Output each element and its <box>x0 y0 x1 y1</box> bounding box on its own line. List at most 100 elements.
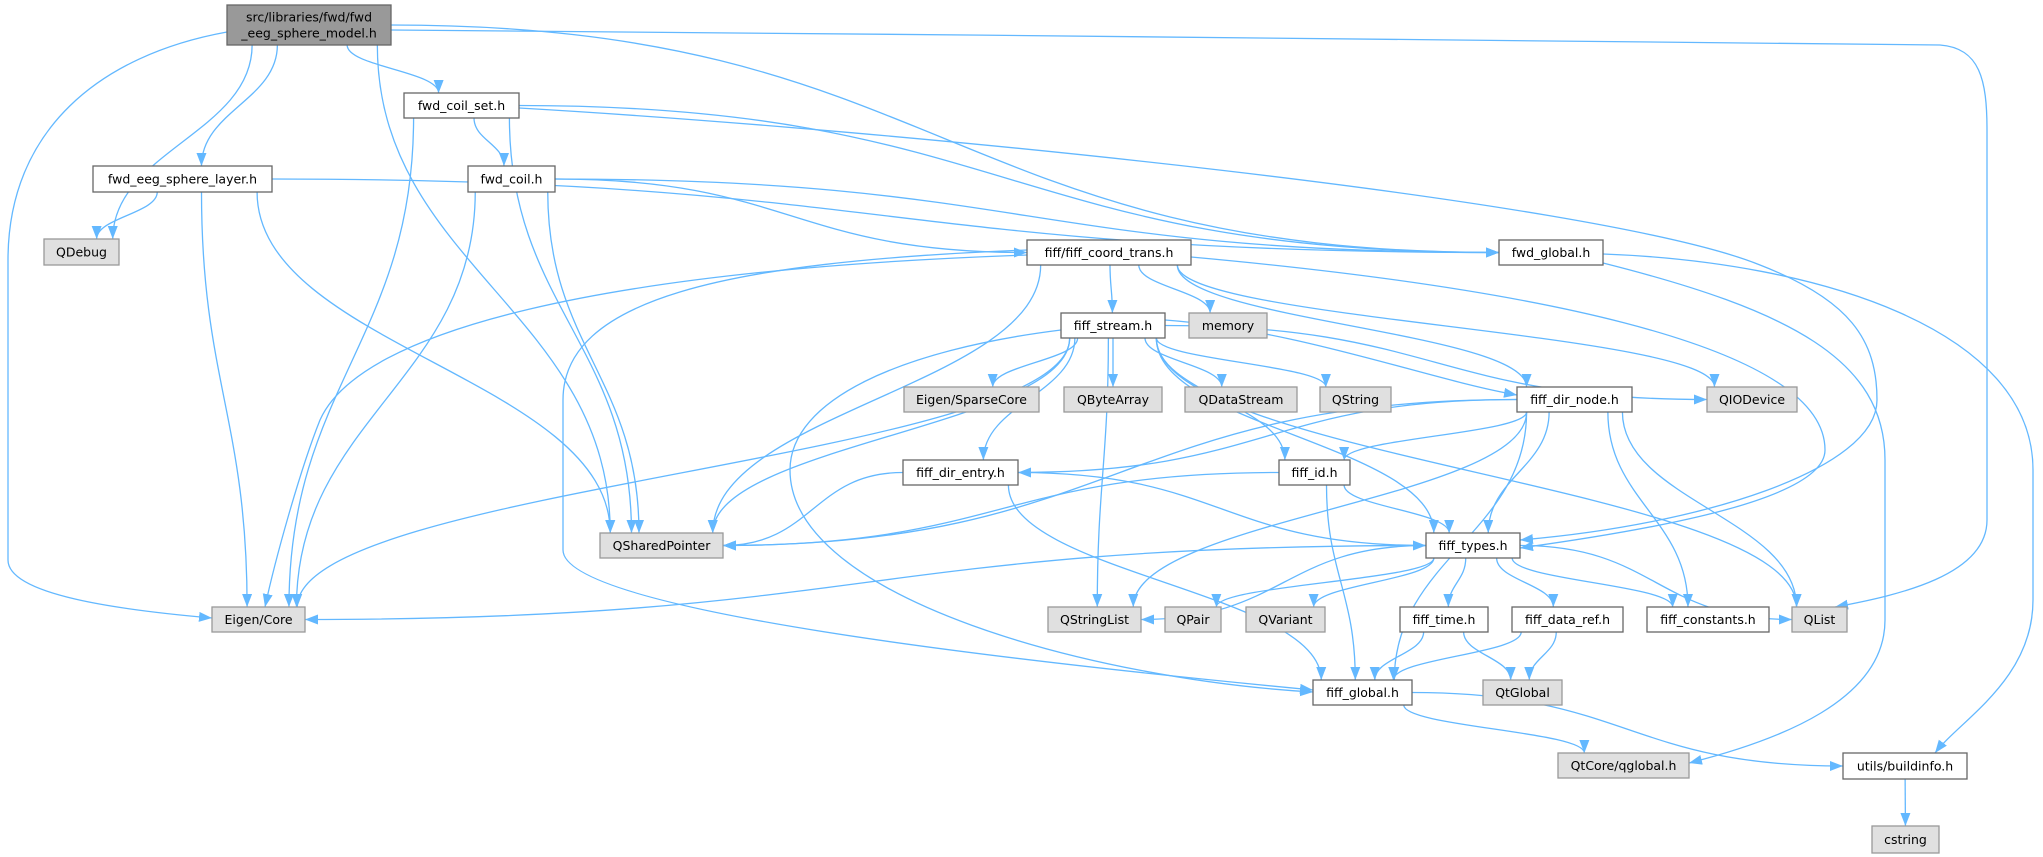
edge-fiff-id-h-to-fiff-types-h <box>1343 484 1455 534</box>
edge-fiff-fiff-coord-trans-h-to-eigen-core <box>262 254 1028 608</box>
edge-root-to-fwd-eeg-sphere-layer-h <box>196 44 279 167</box>
edge-fiff-fiff-coord-trans-h-to-qsharedpointer <box>707 264 1042 534</box>
node-cstring: cstring <box>1871 825 1940 854</box>
edge-fwd-eeg-sphere-layer-h-to-fwd-global-h <box>271 178 1500 258</box>
edge-fiff-fiff-coord-trans-h-to-fiff-stream-h <box>1107 264 1118 314</box>
node-label: QDataStream <box>1199 392 1284 407</box>
node-box <box>92 165 273 193</box>
edge-fiff-stream-h-to-qlist <box>1155 337 1802 608</box>
edge-fwd-coil-h-to-fiff-fiff-coord-trans-h <box>554 178 1028 258</box>
node-label: QtCore/qglobal.h <box>1571 758 1677 773</box>
edge-fiff-id-h-to-qsharedpointer <box>722 471 1280 551</box>
node-box <box>1871 825 1940 854</box>
edge-fiff-types-h-to-qvariant <box>1308 557 1435 608</box>
node-qlist: QList <box>1791 606 1848 633</box>
node-box <box>1557 752 1690 779</box>
edge-root-to-fwd-global-h <box>390 24 1500 258</box>
node-qiodevice: QIODevice <box>1706 386 1798 413</box>
node-fiff-dir-node-h[interactable]: fiff_dir_node.h <box>1516 386 1633 413</box>
edge-fiff-stream-h-to-qsharedpointer <box>707 337 1071 534</box>
edge-root-to-fwd-coil-set-h <box>346 44 444 94</box>
node-utils-buildinfo-h[interactable]: utils/buildinfo.h <box>1842 752 1968 780</box>
node-box <box>1319 386 1392 413</box>
node-label: fwd_coil_set.h <box>418 98 505 113</box>
node-fiff-id-h[interactable]: fiff_id.h <box>1278 459 1351 486</box>
node-label: QStringList <box>1060 612 1129 627</box>
node-fiff-global-h[interactable]: fiff_global.h <box>1312 679 1413 706</box>
edge-fiff-dir-entry-h-to-fiff-types-h <box>1017 471 1427 551</box>
node-label: _eeg_sphere_model.h <box>240 26 377 41</box>
node-qdatastream: QDataStream <box>1184 386 1298 413</box>
edge-fiff-data-ref-h-to-qtglobal <box>1524 631 1557 681</box>
node-label: QString <box>1332 392 1379 407</box>
node-label: QSharedPointer <box>613 538 712 553</box>
edge-fiff-stream-h-to-eigen-sparsecore <box>987 337 1079 388</box>
node-label: fiff_dir_node.h <box>1530 392 1619 407</box>
edge-fiff-data-ref-h-to-fiff-global-h <box>1388 631 1522 681</box>
node-label: fiff_time.h <box>1413 612 1476 627</box>
node-fwd-global-h[interactable]: fwd_global.h <box>1498 239 1604 266</box>
edge-fiff-fiff-coord-trans-h-to-fiff-dir-node-h <box>1176 264 1532 388</box>
node-label: QList <box>1804 612 1836 627</box>
node-label: fiff_global.h <box>1326 685 1399 700</box>
node-fiff-dir-entry-h[interactable]: fiff_dir_entry.h <box>902 459 1019 486</box>
edge-fiff-stream-h-to-fiff-types-h <box>1155 337 1439 534</box>
edge-fwd-eeg-sphere-layer-h-to-qdebug <box>91 191 158 240</box>
edge-fiff-stream-h-to-fiff-global-h <box>789 329 1314 697</box>
edge-fwd-coil-set-h-to-fiff-types-h <box>518 107 1878 544</box>
node-fwd-coil-set-h[interactable]: fwd_coil_set.h <box>403 92 520 119</box>
edges-layer <box>7 24 2034 827</box>
node-box <box>1060 312 1166 339</box>
edge-fiff-stream-h-to-qstringlist <box>1092 337 1110 608</box>
node-box <box>1842 752 1968 780</box>
node-label: utils/buildinfo.h <box>1857 759 1953 774</box>
edge-fiff-dir-node-h-to-qsharedpointer <box>722 398 1518 551</box>
edge-fwd-coil-set-h-to-fwd-global-h <box>518 104 1500 258</box>
node-qtcore-qglobal-h: QtCore/qglobal.h <box>1557 752 1690 779</box>
node-label: fiff_id.h <box>1291 465 1337 480</box>
node-box <box>1026 239 1192 266</box>
node-label: QByteArray <box>1077 392 1150 407</box>
node-qstring: QString <box>1319 386 1392 413</box>
edge-fiff-types-h-to-eigen-core <box>304 544 1427 625</box>
edge-fiff-stream-h-to-qdatastream <box>1144 337 1227 388</box>
edge-fwd-eeg-sphere-layer-h-to-qsharedpointer <box>256 191 616 534</box>
node-label: QDebug <box>56 245 107 260</box>
root-node: src/libraries/fwd/fwd_eeg_sphere_model.h <box>226 4 392 46</box>
node-box <box>1646 606 1770 633</box>
edge-fwd-coil-set-h-to-fwd-coil-h <box>473 117 509 167</box>
node-fwd-coil-h[interactable]: fwd_coil.h <box>467 165 556 193</box>
node-fiff-stream-h[interactable]: fiff_stream.h <box>1060 312 1166 339</box>
edge-fiff-dir-node-h-to-qstringlist <box>1128 411 1528 608</box>
node-label: cstring <box>1884 832 1927 847</box>
node-box <box>1188 312 1268 339</box>
node-label: Eigen/SparseCore <box>916 392 1027 407</box>
node-box <box>1184 386 1298 413</box>
edge-fiff-types-h-to-fiff-constants-h <box>1511 557 1678 608</box>
node-fwd-eeg-sphere-layer-h[interactable]: fwd_eeg_sphere_layer.h <box>92 165 273 193</box>
edge-fwd-global-h-to-qtcore-qglobal-h <box>1602 262 1886 765</box>
edge-fiff-types-h-to-fiff-time-h <box>1443 557 1467 608</box>
node-fiff-constants-h[interactable]: fiff_constants.h <box>1646 606 1770 633</box>
node-box <box>1245 606 1326 633</box>
node-label: src/libraries/fwd/fwd <box>246 10 372 25</box>
edge-root-to-qdebug <box>107 44 253 240</box>
node-box <box>1399 606 1489 633</box>
node-label: QVariant <box>1258 612 1312 627</box>
edge-fiff-fiff-coord-trans-h-to-fiff-types-h <box>1190 256 1826 552</box>
node-eigen-core: Eigen/Core <box>211 606 306 633</box>
node-label: fwd_eeg_sphere_layer.h <box>108 172 257 187</box>
node-box <box>467 165 556 193</box>
edge-fiff-fiff-coord-trans-h-to-memory <box>1138 264 1216 314</box>
node-label: fiff_data_ref.h <box>1525 612 1610 627</box>
node-box <box>1312 679 1413 706</box>
node-label: fiff_dir_entry.h <box>916 465 1005 480</box>
node-box <box>1425 532 1521 559</box>
node-box <box>1516 386 1633 413</box>
node-fiff-time-h[interactable]: fiff_time.h <box>1399 606 1489 633</box>
node-fiff-fiff-coord-trans-h[interactable]: fiff/fiff_coord_trans.h <box>1026 239 1192 266</box>
node-fiff-data-ref-h[interactable]: fiff_data_ref.h <box>1511 606 1624 633</box>
edge-fiff-dir-node-h-to-qlist <box>1621 411 1802 608</box>
node-fiff-types-h[interactable]: fiff_types.h <box>1425 532 1521 559</box>
